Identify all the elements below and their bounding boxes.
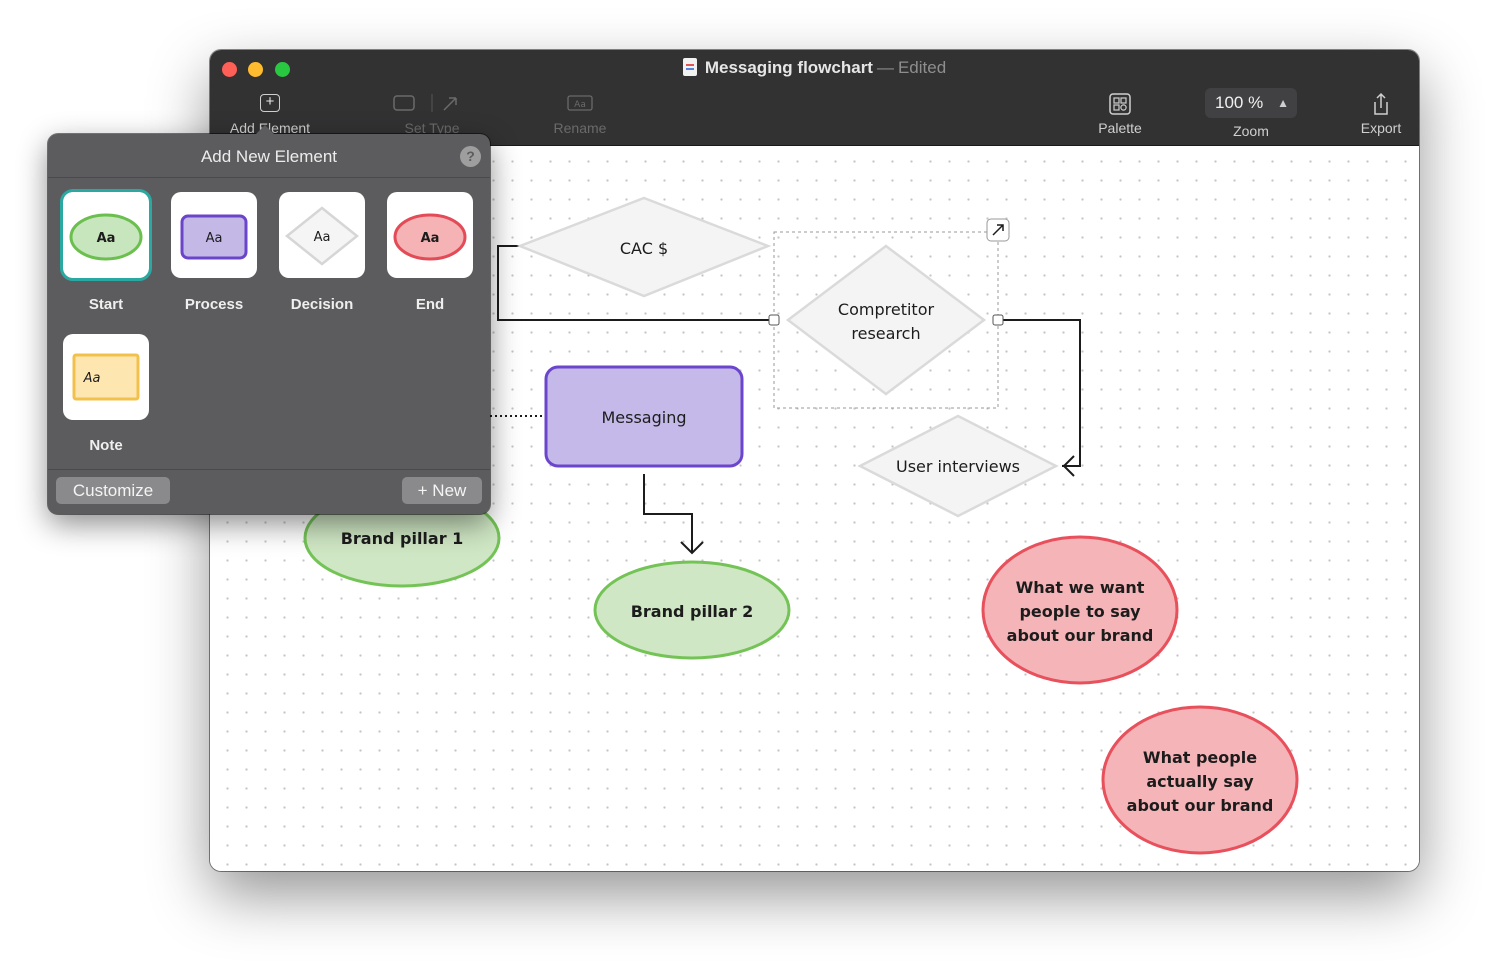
expand-arrow-icon xyxy=(992,224,1004,236)
node-label: research xyxy=(851,324,920,343)
zoom-stepper[interactable]: 100 % ▲ xyxy=(1205,88,1297,118)
process-node-messaging[interactable]: Messaging xyxy=(544,365,744,468)
element-end-label: End xyxy=(415,296,445,313)
element-process-tile[interactable]: Aa xyxy=(171,192,257,278)
zoom-label: Zoom xyxy=(1233,123,1269,139)
divider xyxy=(48,177,490,178)
customize-button[interactable]: Customize xyxy=(56,477,170,504)
set-type-label: Set Type xyxy=(404,120,460,136)
decision-node-user-interviews[interactable]: User interviews xyxy=(857,414,1059,518)
document-icon xyxy=(682,58,697,76)
popover-arrow xyxy=(255,125,275,135)
start-shape-icon: Aa xyxy=(69,213,143,261)
zoom-value: 100 % xyxy=(1215,93,1264,112)
minimize-window-button[interactable] xyxy=(248,62,263,77)
window-title: Messaging flowchart—Edited xyxy=(210,58,1419,78)
export-button[interactable]: Export xyxy=(1341,90,1419,136)
edited-status: Edited xyxy=(897,58,947,77)
rename-label: Rename xyxy=(553,120,607,136)
stepper-arrows-icon[interactable]: ▲ xyxy=(1277,96,1289,110)
connector-cac-to-competitor[interactable] xyxy=(497,245,770,321)
new-element-button[interactable]: + New xyxy=(402,477,482,504)
node-label: about our brand xyxy=(1127,796,1274,815)
titlebar-toolbar: Messaging flowchart—Edited + Add Element… xyxy=(210,50,1419,146)
node-label: Brand pillar 2 xyxy=(631,602,754,621)
popover-title: Add New Element xyxy=(200,147,338,166)
element-end-tile[interactable]: Aa xyxy=(387,192,473,278)
element-start-label: Start xyxy=(88,296,124,313)
svg-text:Aa: Aa xyxy=(314,230,331,245)
arrowhead-icon xyxy=(1062,455,1075,477)
set-type-button[interactable]: Set Type xyxy=(382,90,482,136)
connector-messaging-to-pillar2[interactable] xyxy=(643,474,693,552)
svg-text:Aa: Aa xyxy=(97,231,116,246)
node-label: CAC $ xyxy=(620,239,668,258)
process-shape-icon: Aa xyxy=(180,214,248,260)
resize-handle[interactable] xyxy=(768,314,780,326)
rename-icon: Aa xyxy=(567,95,593,111)
element-decision-tile[interactable]: Aa xyxy=(279,192,365,278)
add-element-popover: Add New Element ? Aa Start Aa Process Aa… xyxy=(48,125,490,514)
element-start-tile[interactable]: Aa xyxy=(60,189,152,281)
add-icon: + xyxy=(260,94,280,112)
resize-handle[interactable] xyxy=(992,314,1004,326)
decision-shape-icon: Aa xyxy=(284,206,360,266)
element-process-label: Process xyxy=(184,296,244,313)
node-label: Brand pillar 1 xyxy=(341,529,464,548)
svg-text:Aa: Aa xyxy=(421,231,440,246)
node-label: What we want xyxy=(1016,578,1145,597)
title-separator: — xyxy=(876,58,894,77)
node-label: What people xyxy=(1143,748,1257,767)
share-icon xyxy=(1374,92,1388,115)
element-note-tile[interactable]: Aa xyxy=(63,334,149,420)
document-name: Messaging flowchart xyxy=(704,58,873,77)
end-shape-icon: Aa xyxy=(393,213,467,261)
node-label: User interviews xyxy=(896,457,1020,476)
zoom-window-button[interactable] xyxy=(275,62,290,77)
arrowhead-icon xyxy=(680,541,704,555)
export-label: Export xyxy=(1360,120,1402,136)
node-label: people to say xyxy=(1019,602,1141,621)
node-label: Messaging xyxy=(601,408,686,427)
decision-node-competitor-research[interactable]: Compretitor research xyxy=(768,218,1010,409)
node-label: actually say xyxy=(1146,772,1254,791)
svg-text:Aa: Aa xyxy=(83,371,101,386)
start-node-brand-pillar-2[interactable]: Brand pillar 2 xyxy=(593,560,791,660)
end-node-what-people-say[interactable]: What people actually say about our brand xyxy=(1101,705,1299,855)
close-window-button[interactable] xyxy=(222,62,237,77)
end-node-what-we-want[interactable]: What we want people to say about our bra… xyxy=(981,535,1179,685)
palette-button[interactable]: Palette xyxy=(1080,90,1160,136)
note-shape-icon: Aa xyxy=(72,353,140,401)
divider xyxy=(48,469,490,470)
svg-text:Aa: Aa xyxy=(206,231,223,246)
element-decision-label: Decision xyxy=(290,296,354,313)
connector-competitor-to-interviews[interactable] xyxy=(998,319,1081,467)
set-type-icon xyxy=(393,94,457,112)
svg-text:Aa: Aa xyxy=(574,100,586,110)
decision-node-cac[interactable]: CAC $ xyxy=(516,196,772,298)
rename-button[interactable]: Aa Rename xyxy=(530,90,630,136)
palette-icon xyxy=(1109,93,1131,115)
palette-label: Palette xyxy=(1098,120,1142,136)
element-note-label: Note xyxy=(89,437,123,454)
node-label: about our brand xyxy=(1007,626,1154,645)
help-button[interactable]: ? xyxy=(460,146,481,167)
node-label: Compretitor xyxy=(838,300,935,319)
start-node-brand-pillar-1[interactable]: Brand pillar 1 xyxy=(303,488,501,588)
